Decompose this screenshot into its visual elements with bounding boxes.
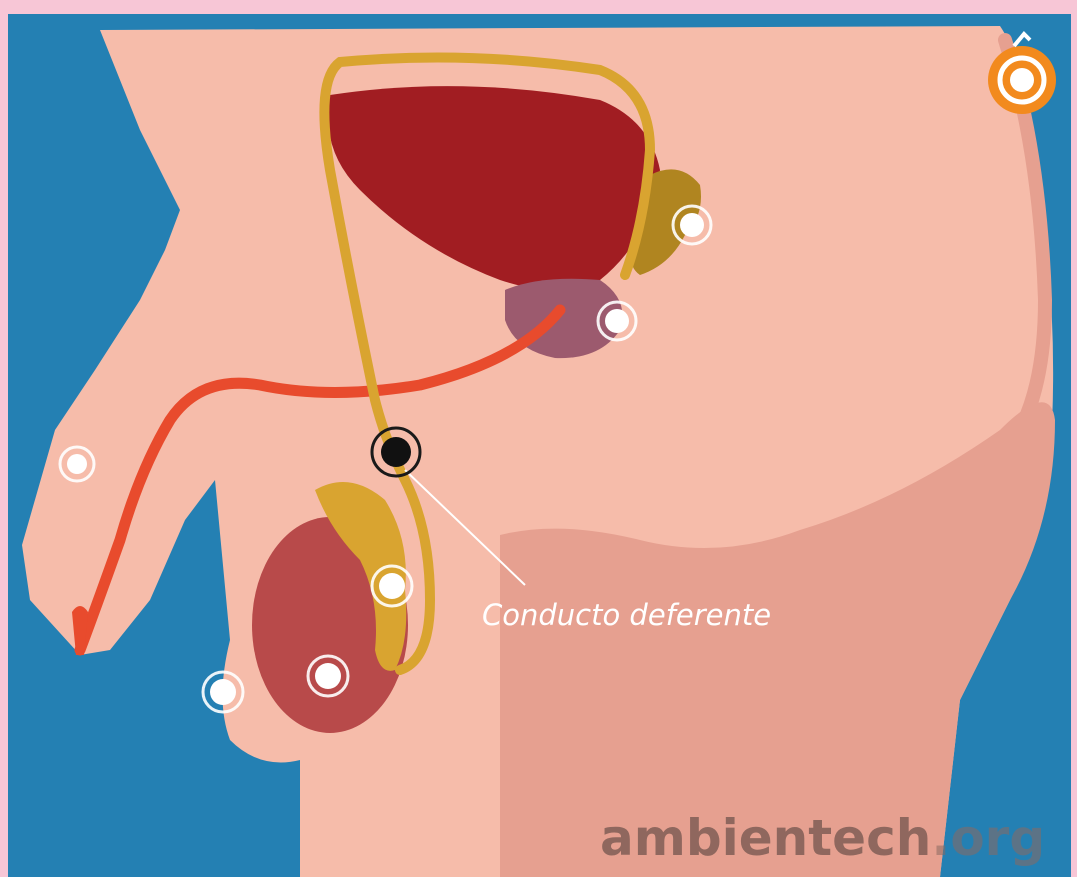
watermark-main: ambientech: [600, 809, 931, 867]
structure-label: Conducto deferente: [482, 598, 771, 632]
watermark: ambientech.org: [600, 809, 1045, 867]
watermark-tld: .org: [931, 809, 1045, 867]
